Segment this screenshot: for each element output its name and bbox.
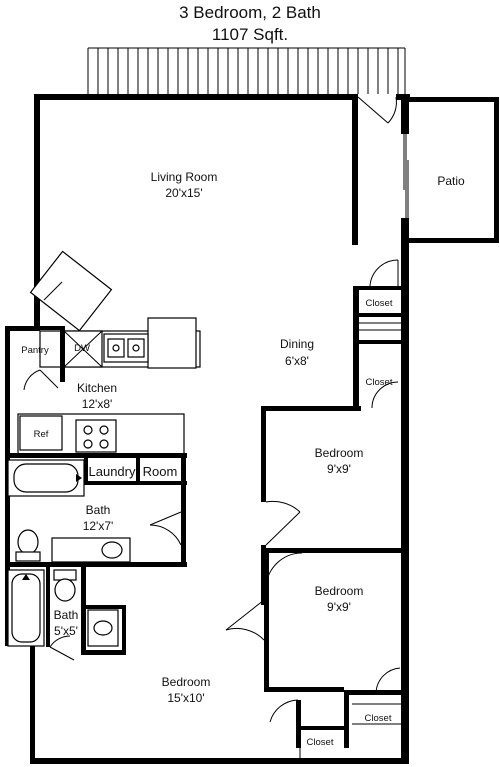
closet-4-label: Closet (307, 737, 334, 748)
closet-3-label: Closet (365, 713, 392, 724)
pantry-name: Pantry (21, 345, 49, 356)
dining-name: Dining (280, 337, 314, 351)
bedroom-mid-name: Bedroom (315, 446, 364, 460)
refrigerator-label: Ref (34, 429, 49, 440)
bedroom-mid-size: 9'x9' (327, 462, 351, 476)
bedroom-mid-walls (261, 406, 406, 605)
plan-area: 1107 Sqft. (212, 25, 288, 44)
closets-dining (353, 259, 403, 409)
bath-small-name: Bath (54, 608, 79, 622)
bedroom-lower-size: 9'x9' (327, 600, 351, 614)
closet-2-label: Closet (366, 377, 393, 388)
pantry-walls (10, 326, 65, 391)
kitchen-name: Kitchen (77, 381, 117, 395)
bath-main-size: 12'x7' (83, 519, 114, 533)
bath-small-size: 5'x5' (54, 624, 78, 638)
laundry-name: Laundry (89, 464, 136, 479)
bedroom-lower-name: Bedroom (315, 584, 364, 598)
living-room-size: 20'x15' (165, 186, 202, 200)
bath-laundry-walls (5, 453, 187, 567)
dishwasher-label: DW (74, 343, 90, 354)
bedroom-lower-walls (264, 553, 406, 758)
bath-main-name: Bath (86, 503, 111, 517)
living-room-name: Living Room (151, 170, 218, 184)
dining-size: 6'x8' (285, 354, 309, 368)
patio-name: Patio (437, 174, 465, 188)
closet-1-label: Closet (366, 298, 393, 309)
bedroom-main-size: 15'x10' (167, 691, 204, 705)
laundry-room-name: Room (143, 464, 178, 479)
plan-title: 3 Bedroom, 2 Bath (179, 3, 321, 22)
kitchen-size: 12'x8' (82, 397, 113, 411)
entry-stairs (87, 47, 406, 94)
bath-small-walls (7, 567, 126, 661)
room-labels: Living Room 20'x15' Patio Dining 6'x8' P… (21, 170, 465, 748)
entry-door[interactable] (357, 96, 397, 124)
patio (403, 97, 499, 243)
bedroom-main-door[interactable] (225, 599, 265, 641)
kitchen-counters: DW Ref (17, 250, 201, 455)
bedroom-main-name: Bedroom (162, 675, 211, 689)
living-partition (352, 100, 358, 245)
